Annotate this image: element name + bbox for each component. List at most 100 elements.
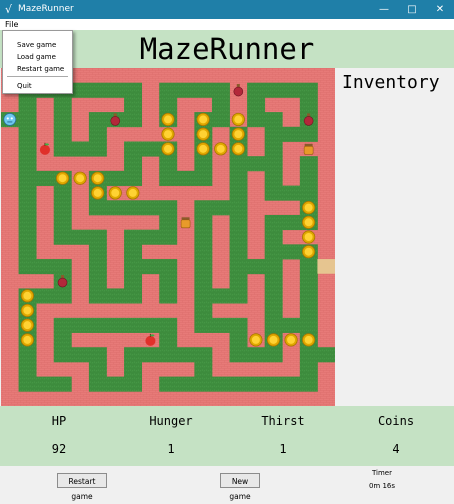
maze-path-cell: [18, 259, 37, 275]
maze-path-cell: [176, 376, 195, 392]
maze-path-cell: [106, 376, 125, 392]
menu-file[interactable]: File: [5, 20, 19, 29]
maze-path-cell: [106, 288, 125, 304]
maze-path-cell: [264, 376, 283, 392]
maze-path-cell: [18, 112, 37, 128]
maze-path-cell: [229, 244, 248, 260]
maze-path-cell: [53, 347, 72, 363]
maze-path-cell: [264, 214, 283, 231]
coin-icon: [231, 142, 245, 156]
maze-path-cell: [141, 200, 160, 216]
hp-label: HP: [51, 414, 67, 428]
control-bar: Restart game New game Timer 0m 16s: [0, 466, 454, 501]
maze-path-cell: [124, 347, 143, 363]
maze-path-cell: [264, 317, 283, 333]
maze-path-cell: [282, 126, 301, 142]
maze-path-cell: [176, 170, 195, 186]
maze-path-cell: [299, 170, 318, 186]
coin-icon: [249, 333, 263, 347]
maze-path-cell: [211, 317, 230, 333]
maze-path-cell: [159, 259, 178, 275]
maze-path-cell: [211, 288, 230, 304]
maze-path-cell: [282, 244, 301, 260]
maze-path-cell: [264, 126, 283, 142]
maze-path-cell: [299, 126, 318, 142]
maze-path-cell: [88, 376, 107, 392]
maze-path-cell: [264, 141, 283, 157]
maze-path-cell: [299, 259, 318, 275]
maze-path-cell: [159, 229, 178, 245]
maze-path-cell: [299, 347, 318, 363]
coin-icon: [55, 171, 70, 185]
minimize-button[interactable]: —: [379, 4, 389, 15]
maze-path-cell: [124, 170, 143, 186]
maze-path-cell: [264, 112, 283, 128]
maze-path-cell: [18, 229, 37, 245]
maze-path-cell: [124, 259, 143, 275]
timer-value: 0m 16s: [368, 482, 396, 490]
coin-icon: [284, 333, 298, 347]
maze-path-cell: [229, 317, 248, 333]
coin-icon: [20, 333, 34, 347]
maze-path-cell: [264, 288, 283, 304]
maze-path-cell: [53, 97, 72, 113]
menu-item-restart-game[interactable]: Restart game: [17, 65, 65, 73]
jar-icon: [180, 217, 191, 229]
maze-path-cell: [264, 273, 283, 289]
maze-path-cell: [282, 376, 301, 392]
new-game-button[interactable]: New game: [220, 473, 260, 501]
maze-path-cell: [53, 259, 72, 275]
maze-path-cell: [229, 273, 248, 289]
maze-path-cell: [194, 288, 213, 304]
maze-path-cell: [194, 361, 213, 378]
coin-icon: [266, 333, 281, 347]
maze-board[interactable]: [1, 68, 335, 406]
maze-path-cell: [229, 376, 248, 392]
coin-icon: [196, 142, 210, 156]
maze-path-cell: [194, 347, 213, 363]
jar-icon: [303, 143, 314, 155]
menu-item-load-game[interactable]: Load game: [17, 53, 56, 61]
potion-icon: [233, 84, 244, 97]
maze-path-cell: [159, 156, 178, 172]
maze-path-cell: [141, 347, 160, 363]
player-icon: [3, 113, 17, 126]
maze-path-cell: [53, 214, 72, 231]
maze-path-cell: [124, 273, 143, 289]
maximize-button[interactable]: □: [407, 4, 417, 15]
maze-path-cell: [229, 347, 248, 363]
maze-path-cell: [53, 200, 72, 216]
maze-path-cell: [247, 347, 266, 363]
maze-path-cell: [194, 229, 213, 245]
menu-separator: [7, 76, 68, 77]
maze-path-cell: [18, 347, 37, 363]
file-menu-dropdown: Save game Load game Restart game Quit: [2, 30, 73, 94]
maze-path-cell: [36, 376, 55, 392]
menu-item-quit[interactable]: Quit: [17, 82, 32, 90]
maze-path-cell: [124, 361, 143, 378]
maze-path-cell: [194, 376, 213, 392]
maze-path-cell: [299, 376, 318, 392]
potion-icon: [110, 113, 121, 126]
maze-path-cell: [18, 361, 37, 378]
close-button[interactable]: ✕: [435, 4, 445, 15]
maze-path-cell: [88, 112, 107, 128]
maze-path-cell: [194, 156, 213, 172]
window-title: MazeRunner: [18, 4, 74, 14]
maze-path-cell: [18, 376, 37, 392]
hp-value: 92: [51, 442, 67, 456]
restart-game-button[interactable]: Restart game: [57, 473, 107, 501]
maze-path-cell: [71, 82, 90, 98]
coin-icon: [231, 127, 245, 141]
maze-path-cell: [194, 259, 213, 275]
maze-path-cell: [18, 156, 37, 172]
maze-path-cell: [71, 141, 90, 157]
coin-icon: [161, 112, 175, 127]
maze-path-cell: [88, 347, 107, 363]
maze-path-cell: [18, 97, 37, 113]
maze-path-cell: [194, 170, 213, 186]
menu-item-save-game[interactable]: Save game: [17, 41, 57, 49]
maze-path-cell: [194, 273, 213, 289]
maze-path-cell: [18, 141, 37, 157]
maze-path-cell: [53, 185, 72, 201]
